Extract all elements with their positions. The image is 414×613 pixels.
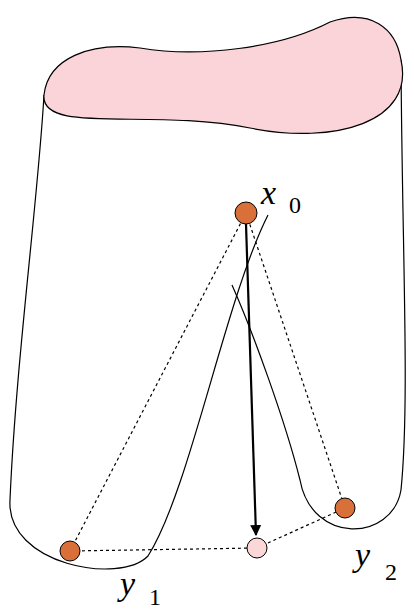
top-face: [44, 17, 403, 133]
point-label: y: [355, 538, 370, 572]
dotted-line: [257, 508, 345, 548]
point-y1: [60, 541, 80, 561]
dotted-line: [70, 213, 246, 551]
point-y2: [335, 498, 355, 518]
point-x0: [235, 202, 257, 224]
body-outline: [10, 95, 268, 569]
projected-point: [247, 538, 267, 558]
dotted-line: [246, 213, 345, 508]
point-label: x: [261, 176, 276, 210]
point-subscript: 2: [385, 560, 397, 584]
dotted-line: [70, 548, 257, 551]
point-subscript: 1: [149, 585, 161, 609]
projection-arrow: [246, 224, 256, 535]
point-subscript: 0: [289, 193, 301, 217]
point-label: y: [120, 567, 135, 601]
